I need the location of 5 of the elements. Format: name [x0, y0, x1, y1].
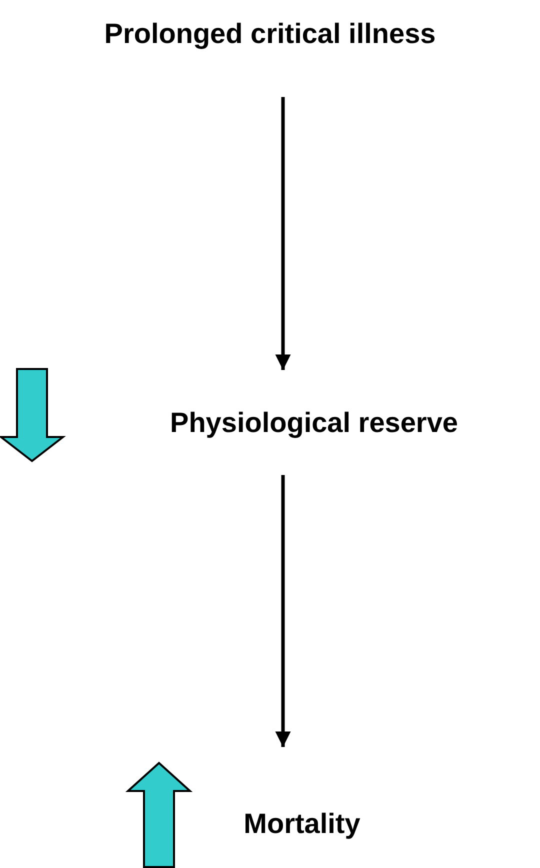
node-label: Physiological reserve	[170, 406, 458, 438]
node-label: Mortality	[244, 808, 360, 840]
node-label: Prolonged critical illness	[104, 18, 436, 50]
arrow	[275, 475, 291, 747]
arrow	[275, 97, 291, 370]
